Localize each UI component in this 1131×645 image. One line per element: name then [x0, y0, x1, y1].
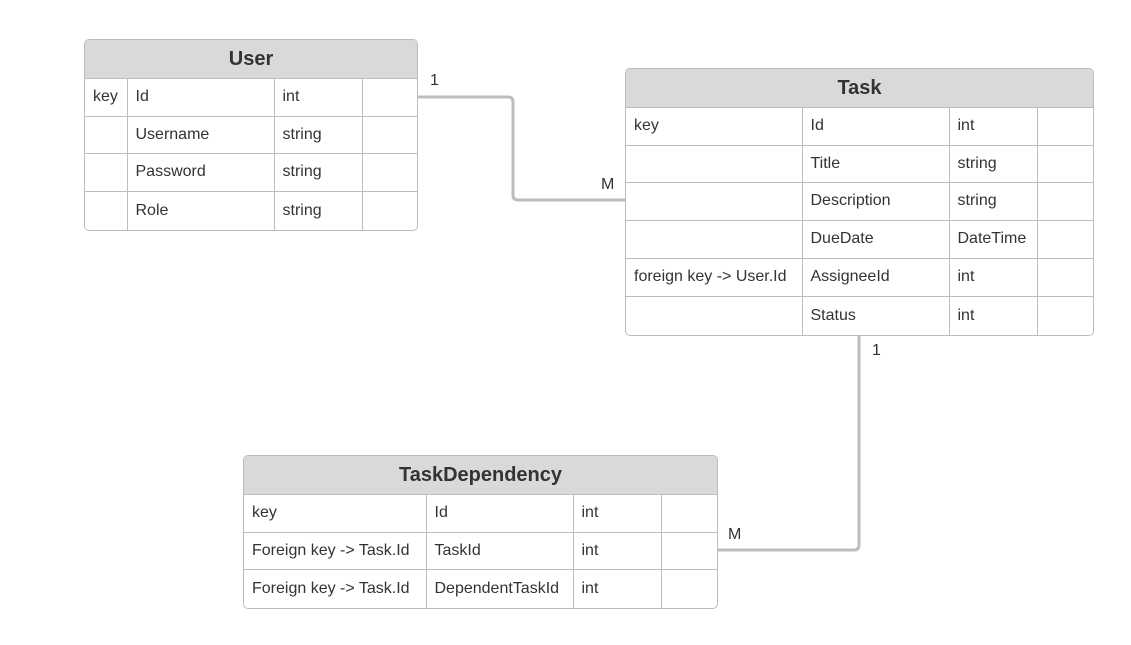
- field-key: [626, 145, 803, 183]
- field-type: DateTime: [949, 220, 1038, 259]
- field-extra: [661, 495, 717, 533]
- task-dependency-from-cardinality: 1: [872, 342, 881, 359]
- user-entity[interactable]: User key Id int Username string Password…: [84, 39, 418, 231]
- field-type: string: [274, 191, 363, 230]
- field-extra: [362, 79, 417, 117]
- table-row: Role string: [85, 191, 417, 230]
- task-dependency-to-cardinality: M: [728, 526, 742, 543]
- user-fields-table: key Id int Username string Password stri…: [85, 79, 417, 230]
- field-extra: [1037, 296, 1093, 335]
- field-type: int: [949, 108, 1038, 146]
- field-type: string: [949, 182, 1038, 221]
- field-type: int: [949, 258, 1038, 297]
- table-row: key Id int: [85, 79, 417, 117]
- field-name: Id: [426, 495, 574, 533]
- field-type: int: [949, 296, 1038, 335]
- field-name: Id: [127, 79, 275, 117]
- field-name: DependentTaskId: [426, 569, 574, 608]
- field-name: Password: [127, 153, 275, 192]
- field-key: Foreign key -> Task.Id: [244, 569, 427, 608]
- field-type: int: [573, 569, 662, 608]
- table-row: Password string: [85, 153, 417, 192]
- field-key: key: [85, 79, 128, 117]
- table-row: Username string: [85, 116, 417, 154]
- user-entity-title: User: [85, 40, 417, 79]
- field-key: key: [626, 108, 803, 146]
- field-extra: [1037, 145, 1093, 183]
- field-key: foreign key -> User.Id: [626, 258, 803, 297]
- table-row: DueDate DateTime: [626, 220, 1093, 259]
- table-row: key Id int: [244, 495, 717, 533]
- field-extra: [362, 153, 417, 192]
- table-row: key Id int: [626, 108, 1093, 146]
- field-name: AssigneeId: [802, 258, 950, 297]
- field-name: Id: [802, 108, 950, 146]
- field-extra: [661, 532, 717, 570]
- field-extra: [1037, 220, 1093, 259]
- table-row: foreign key -> User.Id AssigneeId int: [626, 258, 1093, 297]
- table-row: Description string: [626, 182, 1093, 221]
- field-type: string: [949, 145, 1038, 183]
- field-extra: [362, 191, 417, 230]
- field-key: Foreign key -> Task.Id: [244, 532, 427, 570]
- field-extra: [661, 569, 717, 608]
- task-taskdependency-connector: [718, 336, 861, 552]
- field-extra: [1037, 108, 1093, 146]
- user-task-from-cardinality: 1: [430, 72, 439, 89]
- task-entity-title: Task: [626, 69, 1093, 108]
- table-row: Status int: [626, 296, 1093, 335]
- field-key: [85, 116, 128, 154]
- field-extra: [362, 116, 417, 154]
- field-name: Role: [127, 191, 275, 230]
- field-type: int: [274, 79, 363, 117]
- field-key: [626, 296, 803, 335]
- user-task-to-cardinality: M: [601, 176, 615, 193]
- field-name: Description: [802, 182, 950, 221]
- field-key: [85, 191, 128, 230]
- user-task-connector: [418, 95, 625, 202]
- field-key: [626, 220, 803, 259]
- field-type: string: [274, 153, 363, 192]
- field-name: TaskId: [426, 532, 574, 570]
- field-key: key: [244, 495, 427, 533]
- table-row: Foreign key -> Task.Id TaskId int: [244, 532, 717, 570]
- task-entity[interactable]: Task key Id int Title string Description…: [625, 68, 1094, 336]
- field-extra: [1037, 258, 1093, 297]
- field-name: Username: [127, 116, 275, 154]
- field-name: Status: [802, 296, 950, 335]
- table-row: Foreign key -> Task.Id DependentTaskId i…: [244, 569, 717, 608]
- field-key: [85, 153, 128, 192]
- field-name: DueDate: [802, 220, 950, 259]
- taskdependency-entity[interactable]: TaskDependency key Id int Foreign key ->…: [243, 455, 718, 609]
- field-type: int: [573, 532, 662, 570]
- field-type: string: [274, 116, 363, 154]
- field-extra: [1037, 182, 1093, 221]
- table-row: Title string: [626, 145, 1093, 183]
- field-type: int: [573, 495, 662, 533]
- taskdependency-fields-table: key Id int Foreign key -> Task.Id TaskId…: [244, 495, 717, 608]
- taskdependency-entity-title: TaskDependency: [244, 456, 717, 495]
- field-name: Title: [802, 145, 950, 183]
- task-fields-table: key Id int Title string Description stri…: [626, 108, 1093, 335]
- field-key: [626, 182, 803, 221]
